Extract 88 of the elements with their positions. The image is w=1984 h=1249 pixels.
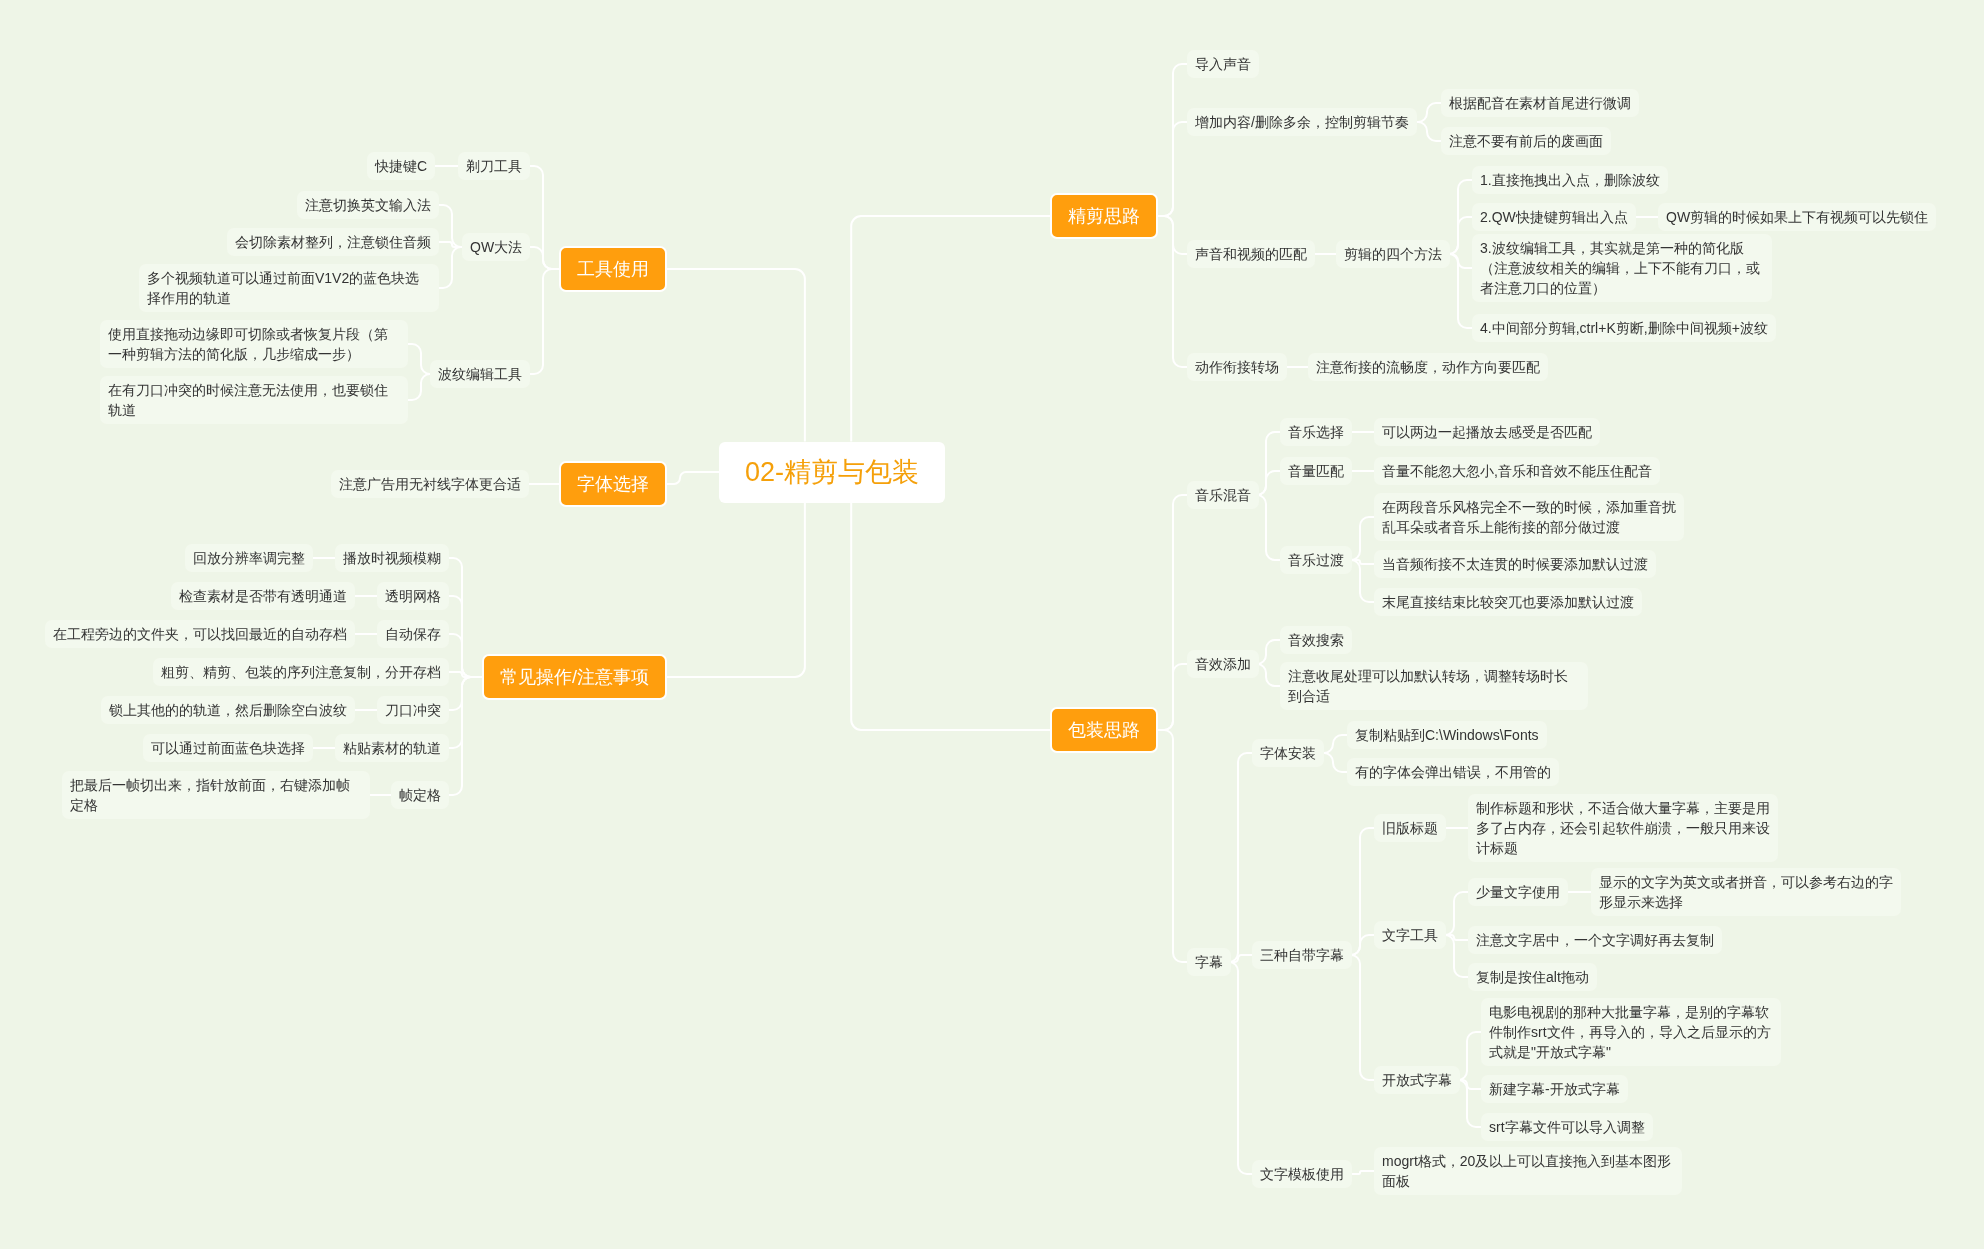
- subtopic-label: 注意收尾处理可以加默认转场，调整转场时长到合适: [1280, 661, 1588, 711]
- subtopic-label: 音乐过渡: [1280, 546, 1352, 575]
- subtopic-label: 根据配音在素材首尾进行微调: [1441, 89, 1639, 118]
- subtopic-label: 声音和视频的匹配: [1187, 240, 1315, 269]
- branch-topic: 字体选择: [559, 461, 667, 508]
- branch-topic: 常见操作/注意事项: [482, 654, 667, 701]
- subtopic-label: 播放时视频模糊: [335, 544, 449, 573]
- subtopic-label: 快捷键C: [367, 152, 436, 181]
- subtopic-label: 少量文字使用: [1468, 878, 1568, 907]
- central-topic: 02-精剪与包装: [719, 441, 946, 503]
- subtopic-label: 使用直接拖动边缘即可切除或者恢复片段（第一种剪辑方法的简化版，几步缩成一步）: [100, 319, 408, 369]
- subtopic-label: 字体安装: [1252, 739, 1324, 768]
- subtopic-label: 会切除素材整列，注意锁住音频: [227, 228, 439, 257]
- connector-line: [407, 373, 431, 401]
- subtopic-label: 注意文字居中，一个文字调好再去复制: [1468, 926, 1722, 955]
- connector-line: [438, 246, 463, 289]
- subtopic-label: 把最后一帧切出来，指针放前面，右键添加帧定格: [62, 770, 370, 820]
- subtopic-label: 可以两边一起播放去感受是否匹配: [1374, 418, 1600, 447]
- subtopic-label: mogrt格式，20及以上可以直接拖入到基本图形面板: [1374, 1146, 1682, 1196]
- subtopic-label: 音乐混音: [1187, 481, 1259, 510]
- subtopic-label: 复制是按住alt拖动: [1468, 963, 1597, 992]
- connector-line: [850, 215, 1051, 443]
- subtopic-label: 2.QW快捷键剪辑出入点: [1472, 203, 1636, 232]
- branch-topic: 包装思路: [1050, 707, 1158, 754]
- subtopic-label: 新建字幕-开放式字幕: [1481, 1075, 1628, 1104]
- subtopic-label: 可以通过前面蓝色块选择: [143, 734, 313, 763]
- subtopic-label: 注意广告用无衬线字体更合适: [331, 470, 529, 499]
- subtopic-label: 回放分辨率调完整: [185, 544, 313, 573]
- subtopic-label: 音乐选择: [1280, 418, 1352, 447]
- subtopic-label: 帧定格: [391, 781, 449, 810]
- connector-line: [1459, 1079, 1482, 1090]
- subtopic-label: 电影电视剧的那种大批量字幕，是别的字幕软件制作srt文件，再导入的，导入之后显示的方式就是"开放式字幕": [1481, 997, 1781, 1067]
- connector-line: [1323, 752, 1348, 773]
- subtopic-label: 多个视频轨道可以通过前面V1V2的蓝色块选择作用的轨道: [139, 263, 439, 313]
- subtopic-label: 自动保存: [377, 620, 449, 649]
- subtopic-label: 剃刀工具: [458, 152, 530, 181]
- subtopic-label: 刀口冲突: [377, 696, 449, 725]
- connector-line: [1448, 253, 1473, 329]
- subtopic-label: 字幕: [1187, 948, 1231, 977]
- subtopic-label: 文字模板使用: [1252, 1160, 1352, 1189]
- connector-line: [1444, 934, 1469, 978]
- connector-line: [1350, 954, 1375, 1081]
- subtopic-label: 剪辑的四个方法: [1336, 240, 1450, 269]
- subtopic-label: 音量匹配: [1280, 457, 1352, 486]
- subtopic-label: srt字幕文件可以导入调整: [1481, 1113, 1653, 1142]
- subtopic-label: 粘贴素材的轨道: [335, 734, 449, 763]
- subtopic-label: 显示的文字为英文或者拼音，可以参考右边的字形显示来选择: [1591, 867, 1901, 917]
- subtopic-label: 检查素材是否带有透明通道: [171, 582, 355, 611]
- subtopic-label: 音效添加: [1187, 650, 1259, 679]
- subtopic-label: 有的字体会弹出错误，不用管的: [1347, 758, 1559, 787]
- subtopic-label: QW大法: [462, 233, 531, 262]
- subtopic-label: 末尾直接结束比较突兀也要添加默认过渡: [1374, 588, 1642, 617]
- subtopic-label: 1.直接拖拽出入点，删除波纹: [1472, 166, 1668, 195]
- subtopic-label: 透明网格: [377, 582, 449, 611]
- subtopic-label: 3.波纹编辑工具，其实就是第一种的简化版（注意波纹相关的编辑，上下不能有刀口，或者注意刀口的位置）: [1472, 233, 1772, 303]
- subtopic-label: 制作标题和形状，不适合做大量字幕，主要是用多了占内存，还会引起软件崩溃，一般只用来设计标题: [1468, 793, 1778, 863]
- subtopic-label: 波纹编辑工具: [430, 360, 530, 389]
- subtopic-label: 导入声音: [1187, 50, 1259, 79]
- subtopic-label: 音量不能忽大忽小,音乐和音效不能压住配音: [1374, 457, 1660, 486]
- connector-line: [1416, 121, 1442, 142]
- connector-line: [666, 501, 806, 678]
- subtopic-label: 4.中间部分剪辑,ctrl+K剪断,删除中间视频+波纹: [1472, 314, 1776, 343]
- connector-line: [1350, 559, 1375, 603]
- connector-line: [1351, 1170, 1375, 1175]
- subtopic-label: 文字工具: [1374, 921, 1446, 950]
- connector-line: [666, 471, 720, 485]
- subtopic-label: 在两段音乐风格完全不一致的时候，添加重音扰乱耳朵或者音乐上能衔接的部分做过渡: [1374, 492, 1684, 542]
- subtopic-label: 开放式字幕: [1374, 1066, 1460, 1095]
- branch-topic: 精剪思路: [1050, 193, 1158, 240]
- subtopic-label: 旧版标题: [1374, 814, 1446, 843]
- subtopic-label: QW剪辑的时候如果上下有视频可以先锁住: [1658, 203, 1937, 232]
- subtopic-label: 当音频衔接不太连贯的时候要添加默认过渡: [1374, 550, 1656, 579]
- connector-line: [1230, 954, 1253, 963]
- subtopic-label: 音效搜索: [1280, 626, 1352, 655]
- subtopic-label: 增加内容/删除多余，控制剪辑节奏: [1187, 108, 1417, 137]
- subtopic-label: 注意切换英文输入法: [297, 191, 439, 220]
- connector-line: [850, 501, 1051, 731]
- branch-topic: 工具使用: [559, 246, 667, 293]
- subtopic-label: 在工程旁边的文件夹，可以找回最近的自动存档: [45, 620, 355, 649]
- subtopic-label: 三种自带字幕: [1252, 941, 1352, 970]
- subtopic-label: 锁上其他的的轨道，然后删除空白波纹: [101, 696, 355, 725]
- subtopic-label: 注意不要有前后的废画面: [1441, 127, 1611, 156]
- subtopic-label: 在有刀口冲突的时候注意无法使用，也要锁住轨道: [100, 375, 408, 425]
- subtopic-label: 复制粘贴到C:\Windows\Fonts: [1347, 721, 1547, 750]
- subtopic-label: 动作衔接转场: [1187, 353, 1287, 382]
- subtopic-label: 注意衔接的流畅度，动作方向要匹配: [1308, 353, 1548, 382]
- connector-line: [666, 268, 806, 443]
- subtopic-label: 粗剪、精剪、包装的序列注意复制，分开存档: [153, 658, 449, 687]
